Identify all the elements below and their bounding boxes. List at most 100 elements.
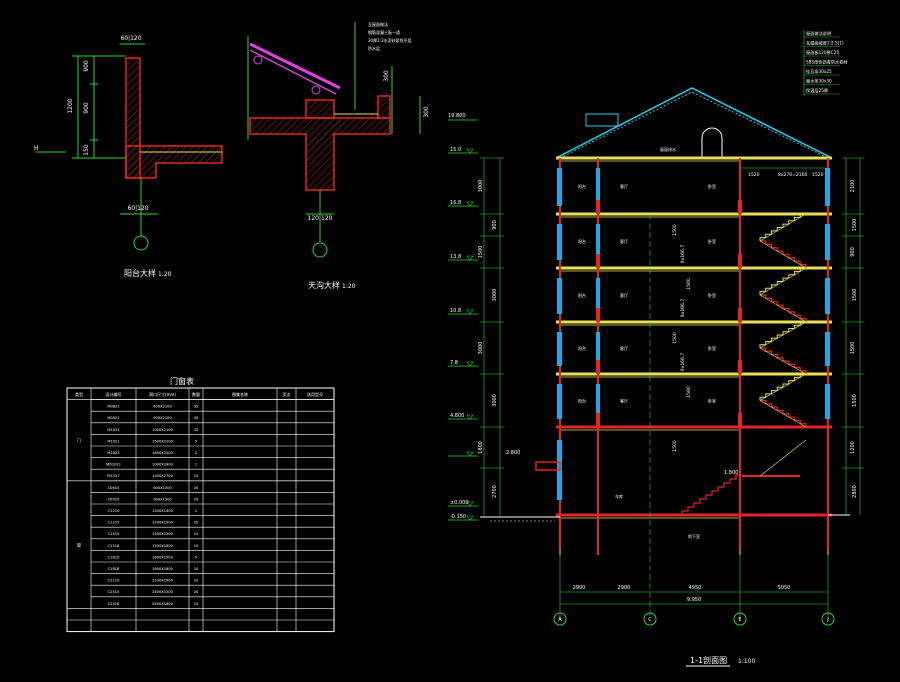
left-dim-6: 1800 [478, 441, 484, 454]
table-cell: M1021 [107, 428, 119, 432]
section-scale: 1:100 [738, 658, 755, 665]
left-dim-7: 2700 [492, 485, 498, 498]
table-cell: 5 [195, 555, 197, 559]
right-dim-4: 1500 [850, 342, 856, 355]
table-cell: 40 [194, 416, 199, 420]
balcony-title: 阳台大样 [124, 268, 156, 278]
room-label: 阳台 [578, 238, 586, 244]
eave-dim-side-0: 300 [383, 70, 390, 82]
eave-note-0: 瓦屋面做法 [368, 21, 388, 27]
room-label: 卧室 [708, 398, 716, 404]
room-label: 客厅 [620, 345, 628, 351]
elevation-mark-5: 4.800 [450, 413, 464, 419]
eave-scale: 1:20 [342, 283, 356, 290]
table-cell: 10 [194, 567, 199, 571]
room-label: 阳台 [578, 292, 586, 298]
table-group-label-1: 窗 [77, 542, 81, 548]
axis-dim-0: 2900 [573, 585, 586, 591]
table-cell: 20 [194, 579, 199, 583]
window-glass [596, 224, 600, 260]
window-glass [557, 332, 562, 366]
table-cell: 2400X1500 [152, 590, 173, 594]
table-group-label-0: 门 [77, 437, 81, 443]
table-cell: 10 [194, 521, 199, 525]
table-cell: M1527 [107, 474, 119, 478]
top-dim-2: 1520 [812, 172, 824, 178]
axis-label-2: E [738, 617, 741, 623]
elevation-mark-2: 13.8 [450, 254, 461, 260]
table-cell: 1 [195, 509, 197, 513]
table-cell: C0915 [108, 497, 120, 501]
axis-total: 9,950 [687, 597, 701, 603]
table-cell: 1000X2400 [152, 463, 173, 467]
table-header-5: 页次 [283, 391, 291, 397]
left-dim-4: 3000 [478, 342, 484, 355]
table-cell: C1214 [108, 509, 120, 513]
table-cell: 800X2100 [153, 405, 172, 409]
table-cell: C1515 [108, 532, 120, 536]
eave-dim-side-1: 300 [423, 106, 430, 118]
table-cell: 1800X1800 [152, 567, 173, 571]
balcony-dim-side-3: 150 [83, 144, 90, 156]
window-glass [557, 278, 562, 314]
stair-mid-dim-1: 1500 [686, 278, 692, 290]
table-cell: 1800X2500 [152, 451, 173, 455]
room-label: 阳台 [578, 183, 586, 189]
table-cell: 1 [195, 463, 197, 467]
table-header-1: 设计编号 [106, 391, 122, 397]
balcony-dim-top: 60|120 [120, 35, 141, 42]
table-cell: 10 [194, 474, 199, 478]
stair-mid-dim-4: 1500 [672, 440, 678, 452]
balcony-scale: 1:20 [158, 271, 172, 278]
room-label: 客厅 [620, 292, 628, 298]
room-label: 卧室 [708, 183, 716, 189]
table-title: 门窗表 [170, 376, 194, 386]
window-glass [557, 168, 562, 206]
balcony-dim-side-1: 1200 [67, 98, 74, 113]
window-glass [825, 332, 830, 366]
axis-bubble [733, 612, 747, 626]
table-cell: M1521 [107, 439, 119, 443]
table-cell: 1500X2700 [152, 474, 173, 478]
balcony-dim-side-2: 900 [83, 102, 90, 114]
room-label: 卧室 [708, 345, 716, 351]
table-header-0: 类型 [75, 391, 83, 397]
room-label: 客厅 [620, 398, 628, 404]
window-glass [825, 278, 830, 314]
table-cell: 10 [194, 532, 199, 536]
left-dim-2: 1500 [478, 246, 484, 259]
eave-note-1: 钢筋混凝土板一道 [368, 29, 400, 35]
left-dim-0: 3000 [478, 180, 484, 193]
table-cell: 600X1500 [153, 486, 172, 490]
table-header-4: 图集名称 [232, 391, 248, 397]
axis-bubble [643, 612, 657, 626]
table-cell: MD1021 [106, 463, 121, 467]
window-glass [596, 384, 600, 419]
top-dim-0: 1520 [748, 172, 760, 178]
ground-room-label-1: 地下室 [688, 533, 700, 539]
axis-bubble [821, 612, 835, 626]
room-label: 阳台 [578, 398, 586, 404]
elevation-mark-0: 15.0 [450, 147, 461, 153]
right-dim-7: 2800 [852, 485, 858, 498]
axis-bubble [553, 612, 567, 626]
table-cell: C1815 [108, 555, 120, 559]
window-glass [825, 168, 830, 206]
table-cell: C2418 [108, 602, 120, 606]
elevation-mark-6: 2.800 [506, 450, 520, 456]
stair-mid-dim-3: 1500 [686, 386, 692, 398]
eave-note-2: 30厚1:3水泥砂浆找平层 [368, 37, 412, 43]
building-section: 屋面排水 阳台客厅卧室阳台客厅卧室阳台客厅卧室阳台客厅卧室阳台客厅卧室车库地下室… [448, 30, 864, 667]
table-cell: 10 [194, 544, 199, 548]
table-cell: 35 [194, 428, 199, 432]
table-cell: C1215 [108, 521, 120, 525]
section-title: 1-1剖面图 [690, 655, 727, 665]
window-glass [557, 384, 562, 419]
balcony-dim-bottom: 60|120 [127, 205, 148, 212]
axis-label-1: C [648, 617, 652, 623]
window-glass [825, 384, 830, 419]
window-glass [596, 168, 600, 206]
roof-note-0: 屋面做法说明 [806, 30, 831, 37]
table-cell: C1818 [108, 567, 120, 571]
